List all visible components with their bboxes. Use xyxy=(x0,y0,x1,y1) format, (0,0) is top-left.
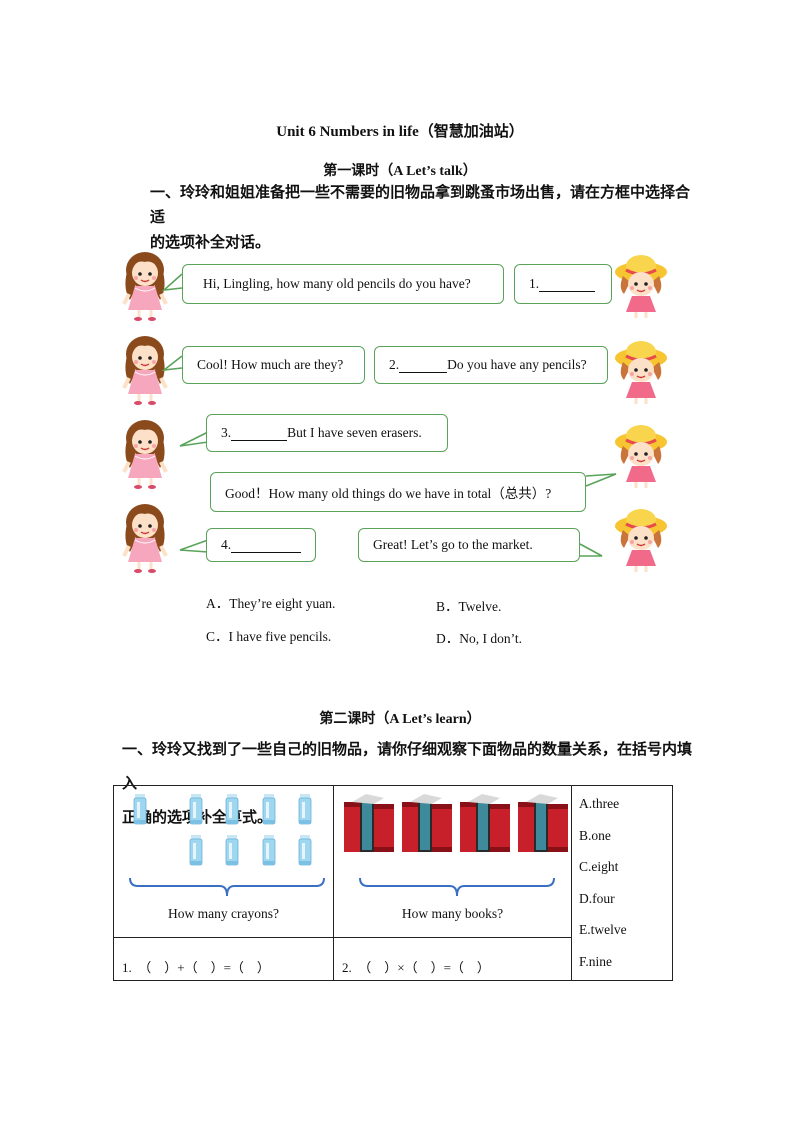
blank-number-3: 3. xyxy=(221,425,232,440)
option-b: B．Twelve. xyxy=(436,599,502,614)
choices-cell: A.three B.one C.eight D.four E.twelve F.… xyxy=(571,785,673,981)
equation-2[interactable]: 2. （ ）×（ ）=（ ） xyxy=(342,960,490,975)
dialogue-line-1: Hi, Lingling, how many old pencils do yo… xyxy=(203,276,471,291)
dialogue-line-8: Great! Let’s go to the market. xyxy=(373,537,533,552)
blank-number-4: 4. xyxy=(221,537,232,552)
bubble-tail xyxy=(161,355,183,372)
books-cell: How many books? xyxy=(333,785,572,938)
choice-a: A.three xyxy=(579,796,620,811)
choice-b: B.one xyxy=(579,827,611,843)
speech-bubble-8: Great! Let’s go to the market. xyxy=(358,528,580,562)
brace-icon xyxy=(129,877,325,897)
choice-e: E.twelve xyxy=(579,922,627,937)
hat-girl-illustration xyxy=(614,340,669,406)
dialogue-line-3: Cool! How much are they? xyxy=(197,357,344,372)
dialogue-line-6: Good！How many old things do we have in t… xyxy=(225,486,552,501)
equation-1[interactable]: 1. （ ）+（ ）=（ ） xyxy=(122,960,270,975)
choice-c: C.eight xyxy=(579,859,619,874)
bubble-tail xyxy=(579,543,603,557)
page-title: Unit 6 Numbers in life（智慧加油站） xyxy=(276,124,524,140)
speech-bubble-4: 2. Do you have any pencils? xyxy=(374,346,608,384)
option-a: A．They’re eight yuan. xyxy=(206,596,336,611)
option-c: C．I have five pencils. xyxy=(206,629,332,644)
equation-cell-1: 1. （ ）+（ ）=（ ） xyxy=(113,937,334,981)
lesson1-instruction-line1: 一、玲玲和姐姐准备把一些不需要的旧物品拿到跳蚤市场出售，请在方框中选择合适 xyxy=(150,183,691,226)
math-table: How many crayons? How many books? A.thre… xyxy=(113,785,673,981)
hat-girl-illustration xyxy=(614,424,669,490)
crayons-illustration xyxy=(129,793,325,897)
books-caption: How many books? xyxy=(401,906,504,921)
lesson1-instruction: 一、玲玲和姐姐准备把一些不需要的旧物品拿到跳蚤市场出售，请在方框中选择合适 的选… xyxy=(150,180,690,255)
answer-blank-4[interactable] xyxy=(231,538,302,553)
hat-girl-illustration xyxy=(614,254,669,320)
speech-bubble-5: 3. But I have seven erasers. xyxy=(206,414,448,452)
bubble-tail xyxy=(585,473,617,487)
brace-icon xyxy=(359,877,555,897)
answer-blank-2[interactable] xyxy=(399,358,448,373)
speech-bubble-2: 1. xyxy=(514,264,612,304)
speech-bubble-1: Hi, Lingling, how many old pencils do yo… xyxy=(182,264,504,304)
speech-bubble-6: Good！How many old things do we have in t… xyxy=(210,472,586,512)
speech-bubble-7: 4. xyxy=(206,528,316,562)
answer-blank-3[interactable] xyxy=(231,426,288,441)
equation-cell-2: 2. （ ）×（ ）=（ ） xyxy=(333,937,572,981)
lesson2-heading: 第二课时（A Let’s learn） xyxy=(319,712,481,727)
answer-blank-1[interactable] xyxy=(539,277,596,292)
books-illustration xyxy=(344,794,568,897)
lesson1-instruction-line2: 的选项补全对话。 xyxy=(150,233,271,251)
girl-illustration xyxy=(122,418,168,490)
bubble-tail xyxy=(179,539,209,553)
bubble-tail xyxy=(161,273,183,292)
blank-number-2: 2. xyxy=(389,357,400,372)
blank-number-1: 1. xyxy=(529,276,540,291)
option-d: D．No, I don’t. xyxy=(436,631,522,646)
choice-f: F.nine xyxy=(579,953,613,969)
girl-illustration xyxy=(122,502,168,574)
speech-bubble-3: Cool! How much are they? xyxy=(182,346,365,384)
hat-girl-illustration xyxy=(614,508,669,574)
dialogue-line-5: But I have seven erasers. xyxy=(287,425,422,440)
dialogue-line-4: Do you have any pencils? xyxy=(447,357,587,372)
crayons-cell: How many crayons? xyxy=(113,785,334,938)
lesson1-heading: 第一课时（A Let’s talk） xyxy=(323,164,477,179)
bubble-tail xyxy=(179,431,209,447)
choice-d: D.four xyxy=(579,890,615,906)
crayons-caption: How many crayons? xyxy=(168,906,279,921)
